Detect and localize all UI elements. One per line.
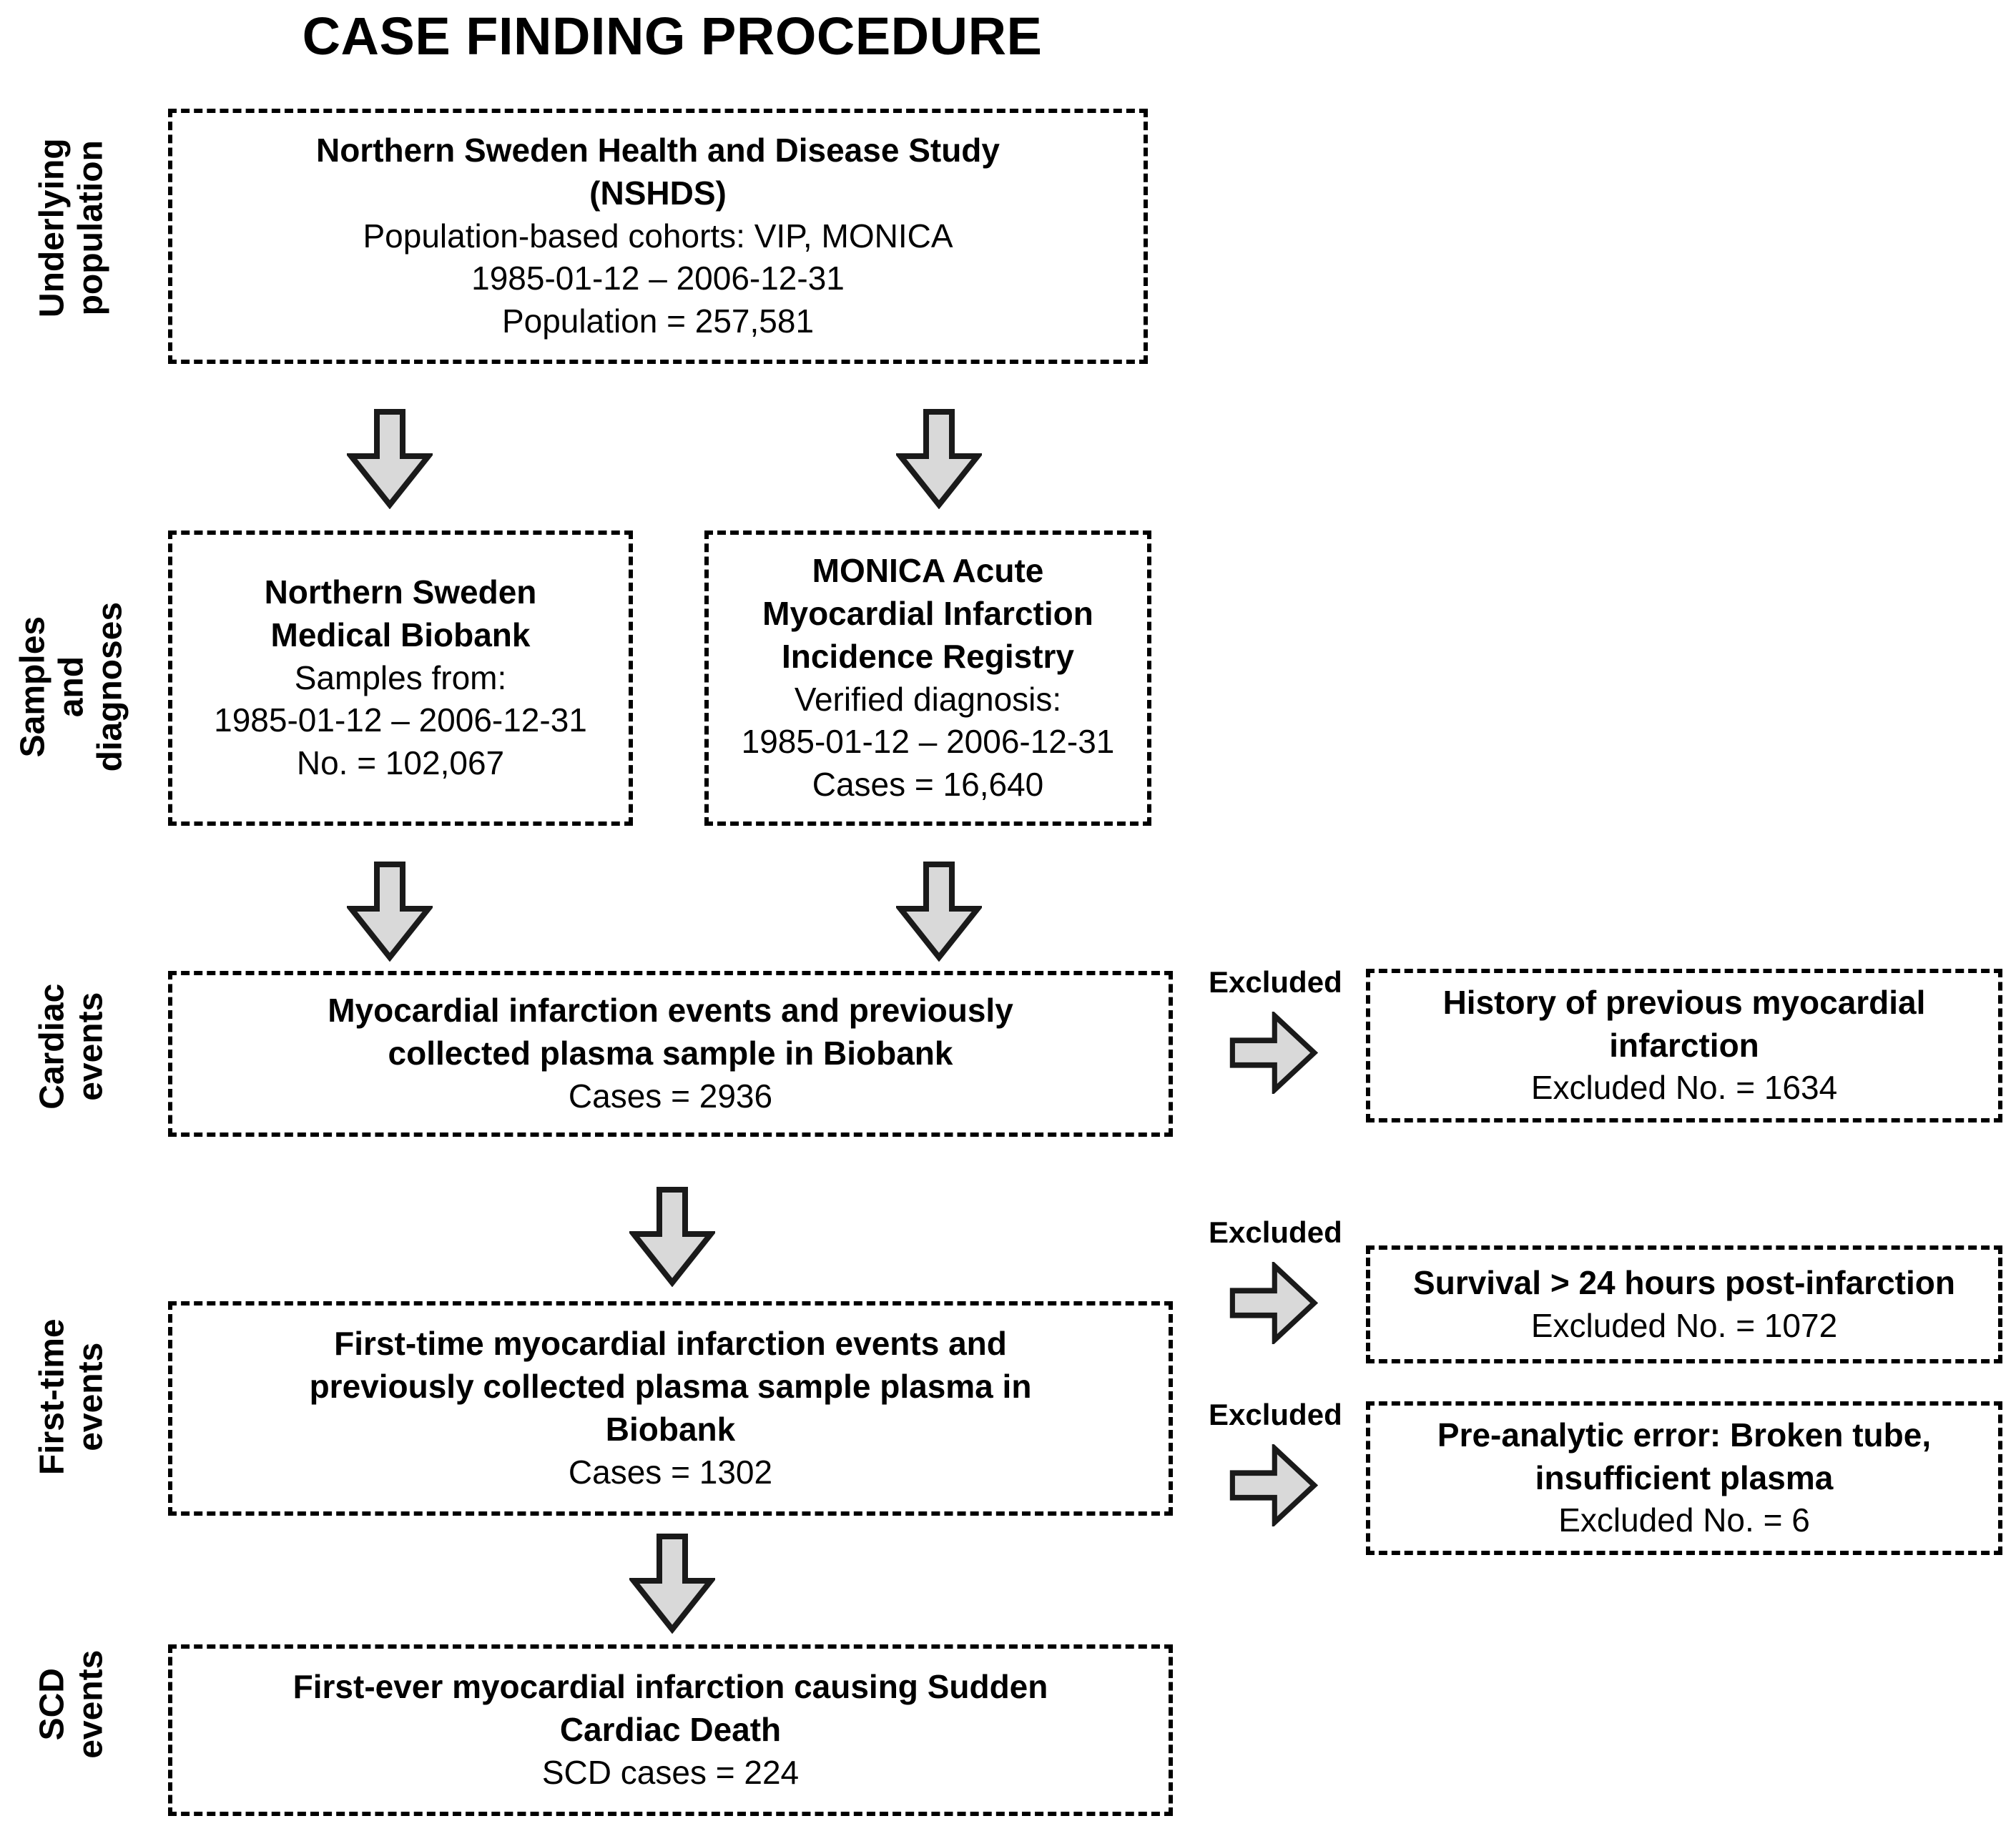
box-line: Population = 257,581 xyxy=(501,302,815,340)
box-cardiac-events: Myocardial infarction events and previou… xyxy=(168,971,1173,1137)
box-line: SCD cases = 224 xyxy=(541,1753,800,1791)
box-line: previously collected plasma sample plasm… xyxy=(309,1368,1032,1406)
box-excluded-preanalytic-error: Pre-analytic error: Broken tube, insuffi… xyxy=(1366,1401,2002,1555)
right-arrow-excluded-survival xyxy=(1229,1262,1318,1344)
box-line: No. = 102,067 xyxy=(296,744,505,782)
box-line: 1985-01-12 – 2006-12-31 xyxy=(214,701,587,739)
box-line: Excluded No. = 1072 xyxy=(1530,1306,1838,1344)
box-line: Excluded No. = 1634 xyxy=(1530,1069,1838,1107)
down-arrow-to-monica-registry xyxy=(896,409,982,509)
box-line: Survival > 24 hours post-infarction xyxy=(1413,1263,1955,1301)
down-arrow-first-time-to-scd-events xyxy=(629,1534,715,1634)
box-line: Myocardial infarction events and previou… xyxy=(328,992,1013,1030)
box-line: infarction xyxy=(1609,1026,1759,1064)
box-northern-sweden-medical-biobank: Northern Sweden Medical Biobank Samples … xyxy=(168,530,633,826)
box-line: Biobank xyxy=(605,1411,736,1448)
box-line: (NSHDS) xyxy=(589,174,727,212)
box-line: Cases = 16,640 xyxy=(812,766,1044,804)
down-arrow-biobank-to-cardiac-events xyxy=(347,862,433,962)
stage-label-first-time-events: First-time events xyxy=(33,1318,109,1476)
box-excluded-history-previous-mi: History of previous myocardial infarctio… xyxy=(1366,969,2002,1122)
box-line: First-time myocardial infarction events … xyxy=(334,1325,1007,1363)
excluded-label-1: Excluded xyxy=(1209,965,1342,999)
box-line: Myocardial Infarction xyxy=(762,594,1093,632)
box-line: MONICA Acute xyxy=(812,552,1044,590)
box-line: First-ever myocardial infarction causing… xyxy=(292,1668,1048,1706)
box-first-time-events: First-time myocardial infarction events … xyxy=(168,1301,1173,1516)
box-line: Northern Sweden xyxy=(264,573,537,611)
stage-label-underlying-population: Underlying population xyxy=(33,138,109,318)
box-line: Excluded No. = 6 xyxy=(1558,1501,1810,1539)
box-nshds: Northern Sweden Health and Disease Study… xyxy=(168,109,1148,364)
box-line: 1985-01-12 – 2006-12-31 xyxy=(471,260,845,297)
down-arrow-monica-to-cardiac-events xyxy=(896,862,982,962)
box-line: Cases = 2936 xyxy=(568,1077,773,1115)
stage-label-scd-events: SCD events xyxy=(33,1649,109,1759)
box-line: Incidence Registry xyxy=(781,637,1075,675)
box-line: insufficient plasma xyxy=(1535,1459,1834,1496)
box-line: 1985-01-12 – 2006-12-31 xyxy=(741,723,1115,761)
excluded-label-2: Excluded xyxy=(1209,1215,1342,1249)
box-line: Medical Biobank xyxy=(270,616,531,653)
down-arrow-to-biobank xyxy=(347,409,433,509)
box-line: Population-based cohorts: VIP, MONICA xyxy=(363,217,953,255)
right-arrow-excluded-preanalytic xyxy=(1229,1444,1318,1526)
box-monica-ami-incidence-registry: MONICA Acute Myocardial Infarction Incid… xyxy=(704,530,1151,826)
page-title: CASE FINDING PROCEDURE xyxy=(302,6,1043,66)
down-arrow-cardiac-to-first-time-events xyxy=(629,1187,715,1287)
stage-label-cardiac-events: Cardiac events xyxy=(33,983,109,1110)
box-line: Cases = 1302 xyxy=(568,1453,773,1491)
box-scd-events: First-ever myocardial infarction causing… xyxy=(168,1644,1173,1816)
box-line: Cardiac Death xyxy=(559,1711,782,1749)
excluded-label-3: Excluded xyxy=(1209,1398,1342,1431)
box-line: Northern Sweden Health and Disease Study xyxy=(315,132,1000,169)
box-line: collected plasma sample in Biobank xyxy=(388,1035,953,1072)
box-line: Verified diagnosis: xyxy=(794,680,1062,718)
box-line: Samples from: xyxy=(294,658,507,696)
right-arrow-excluded-prior-mi xyxy=(1229,1012,1318,1094)
stage-label-samples-and-diagnoses: Samples and diagnoses xyxy=(14,601,129,772)
box-line: Pre-analytic error: Broken tube, xyxy=(1437,1416,1932,1454)
box-line: History of previous myocardial xyxy=(1442,983,1926,1021)
box-excluded-survival-24h: Survival > 24 hours post-infarction Excl… xyxy=(1366,1245,2002,1363)
